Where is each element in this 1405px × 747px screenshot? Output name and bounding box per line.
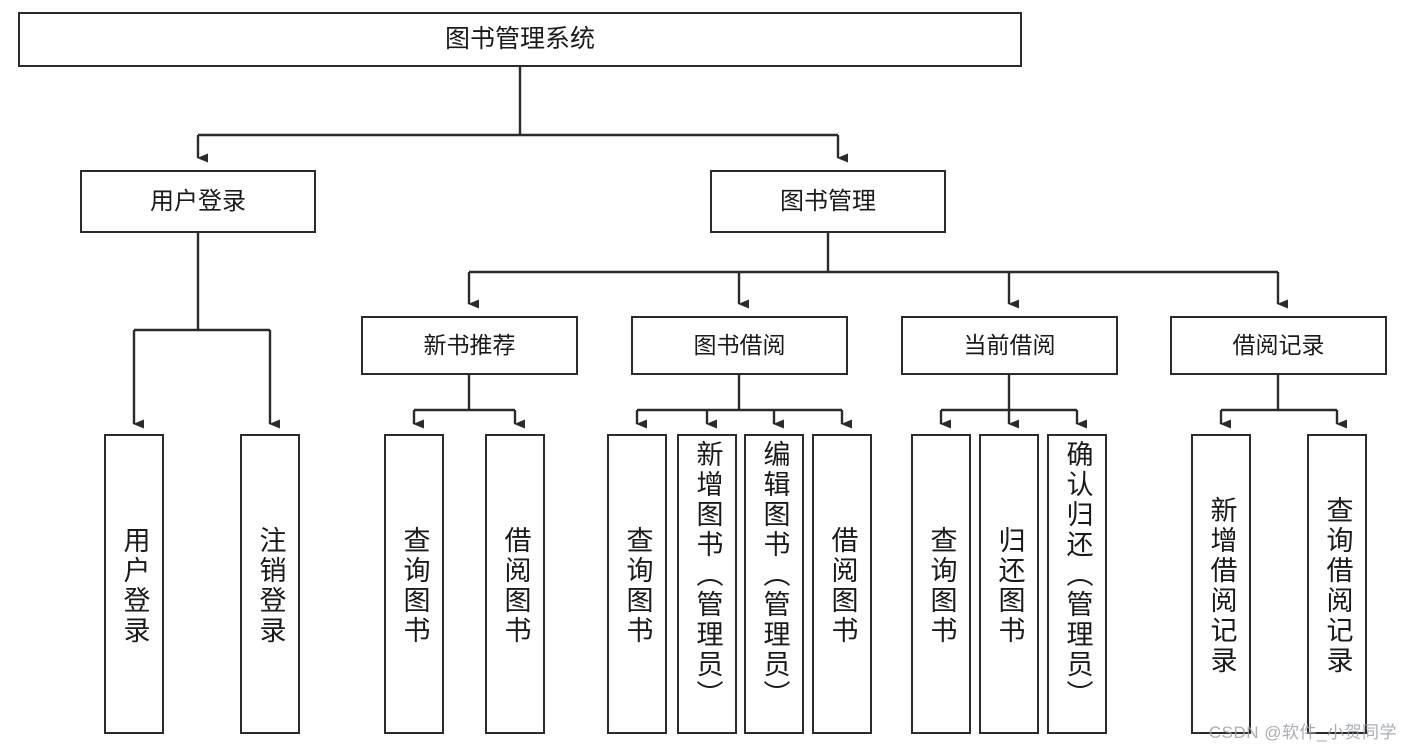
node-current-borrow[interactable]: 当前借阅 (901, 316, 1118, 375)
leaf-user-login-label: 用户登录 (119, 526, 150, 646)
leaf-user-login[interactable]: 用户登录 (104, 434, 164, 734)
leaf-confirm-return-label: 确认归还（管理员） (1062, 440, 1093, 710)
leaf-edit-book-label: 编辑图书（管理员） (759, 440, 790, 710)
node-book-manage[interactable]: 图书管理 (710, 170, 946, 233)
leaf-query-record[interactable]: 查询借阅记录 (1307, 434, 1367, 734)
leaf-logout-login[interactable]: 注销登录 (240, 434, 300, 734)
leaf-borrow-book-2-label: 借阅图书 (827, 526, 858, 646)
leaf-query-record-label: 查询借阅记录 (1322, 496, 1353, 676)
node-new-book-rec-label: 新书推荐 (423, 332, 516, 359)
csdn-watermark: CSDN @软件_小贺同学 (1208, 723, 1397, 742)
node-book-borrow-label: 图书借阅 (693, 332, 786, 359)
leaf-logout-login-label: 注销登录 (255, 526, 286, 646)
node-user-login-label: 用户登录 (150, 187, 246, 215)
leaf-query-book-2[interactable]: 查询图书 (607, 434, 667, 734)
leaf-borrow-book-1[interactable]: 借阅图书 (485, 434, 545, 734)
node-borrow-record[interactable]: 借阅记录 (1170, 316, 1387, 375)
leaf-confirm-return[interactable]: 确认归还（管理员） (1047, 434, 1107, 734)
node-root-label: 图书管理系统 (444, 25, 595, 54)
leaf-add-record-label: 新增借阅记录 (1206, 496, 1237, 676)
leaf-borrow-book-1-label: 借阅图书 (500, 526, 531, 646)
leaf-add-record[interactable]: 新增借阅记录 (1191, 434, 1251, 734)
node-borrow-record-label: 借阅记录 (1232, 332, 1325, 359)
leaf-query-book-3-label: 查询图书 (926, 526, 957, 646)
node-book-manage-label: 图书管理 (780, 187, 876, 215)
leaf-query-book-1[interactable]: 查询图书 (384, 434, 444, 734)
node-book-borrow[interactable]: 图书借阅 (631, 316, 848, 375)
leaf-add-book[interactable]: 新增图书（管理员） (677, 434, 737, 734)
leaf-query-book-3[interactable]: 查询图书 (911, 434, 971, 734)
leaf-borrow-book-2[interactable]: 借阅图书 (812, 434, 872, 734)
leaf-query-book-1-label: 查询图书 (399, 526, 430, 646)
leaf-query-book-2-label: 查询图书 (622, 526, 653, 646)
node-current-borrow-label: 当前借阅 (963, 332, 1056, 359)
leaf-return-book[interactable]: 归还图书 (979, 434, 1039, 734)
node-new-book-rec[interactable]: 新书推荐 (361, 316, 578, 375)
leaf-add-book-label: 新增图书（管理员） (692, 440, 723, 710)
leaf-return-book-label: 归还图书 (994, 526, 1025, 646)
node-root[interactable]: 图书管理系统 (18, 12, 1022, 67)
node-user-login[interactable]: 用户登录 (80, 170, 316, 233)
leaf-edit-book[interactable]: 编辑图书（管理员） (744, 434, 804, 734)
